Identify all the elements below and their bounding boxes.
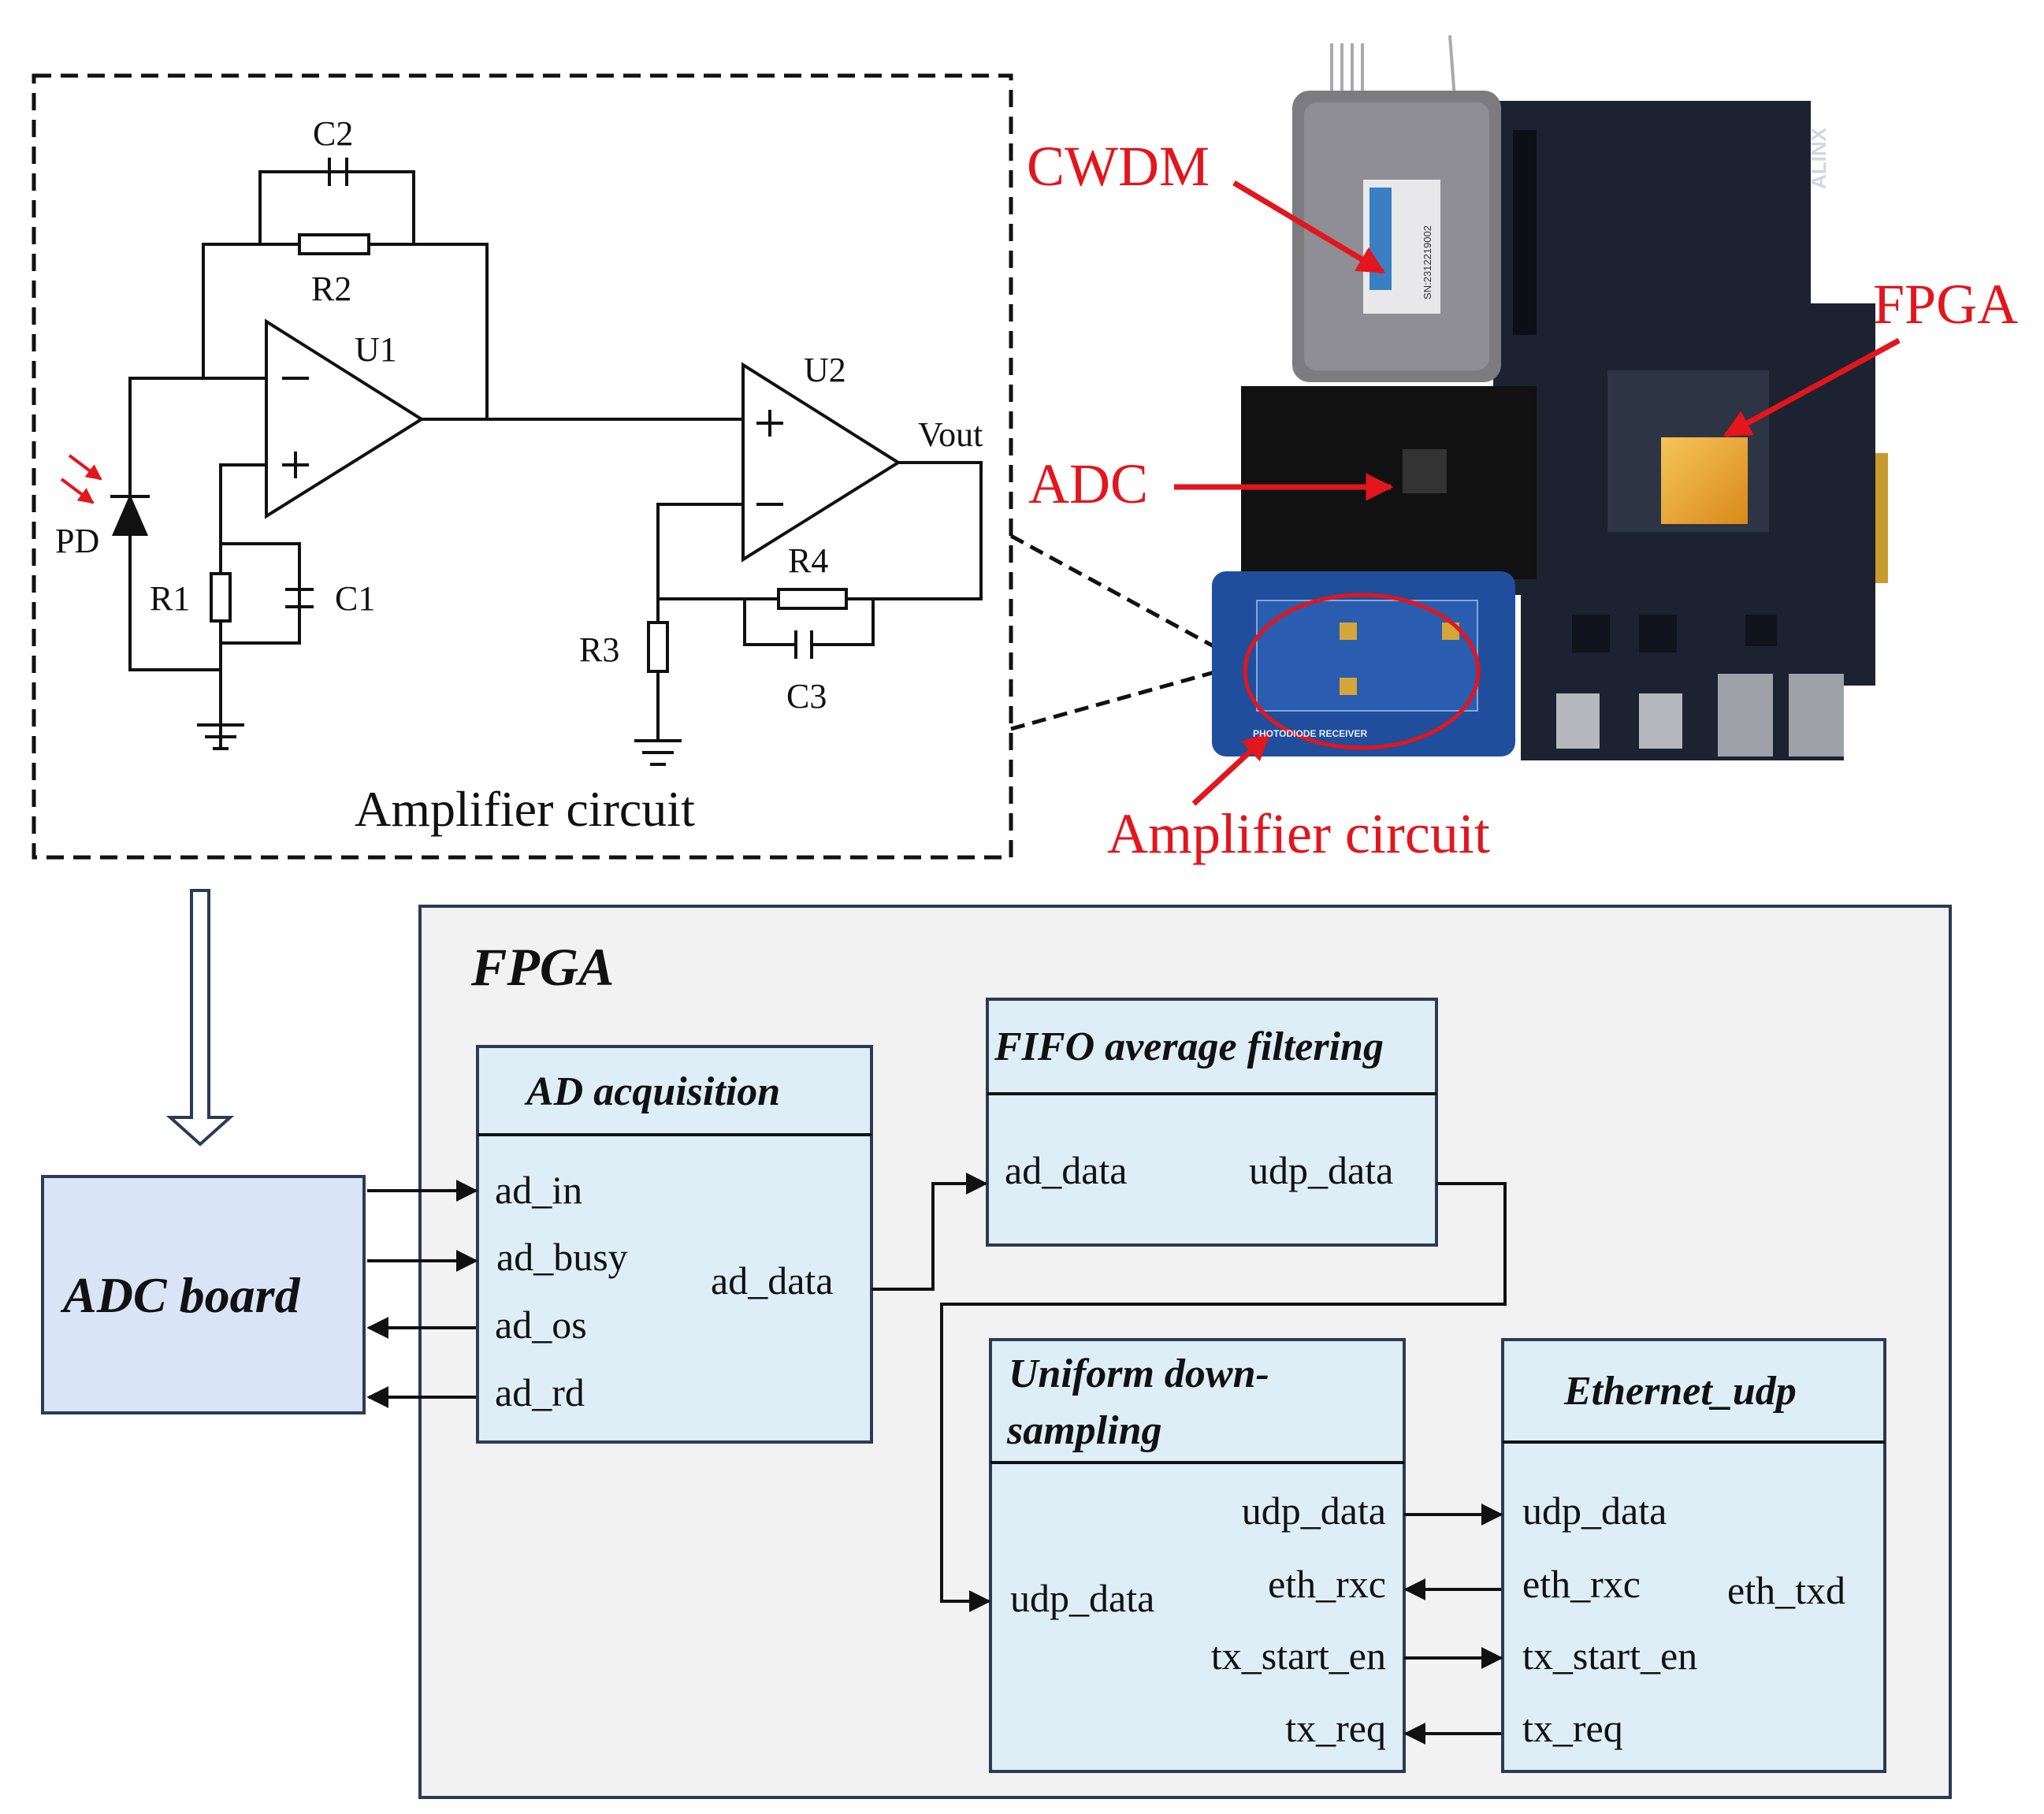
ethernet-block xyxy=(1501,1338,1886,1773)
downsampling-title-2: sampling xyxy=(1007,1408,1162,1453)
label-fpga-chip: FPGA xyxy=(1873,273,2019,336)
ad-acquisition-block xyxy=(476,1045,873,1444)
signal-wires xyxy=(366,1173,1507,1745)
zoom-connector xyxy=(1009,533,1215,649)
fifo-block xyxy=(986,998,1438,1247)
fifo-title: FIFO average filtering xyxy=(994,1024,1384,1069)
label-r2: R2 xyxy=(311,269,352,308)
resistor-r3 xyxy=(647,621,669,673)
label-amplifier-photo: Amplifier circuit xyxy=(1107,802,1490,865)
light-arrows xyxy=(60,454,102,504)
port-ds-tx-req: tx_req xyxy=(1285,1706,1386,1750)
adc-board xyxy=(1241,386,1537,579)
amplifier-pointer xyxy=(1191,732,1271,806)
label-r1: R1 xyxy=(150,579,191,618)
port-eth-udp-data: udp_data xyxy=(1522,1489,1667,1533)
port-fifo-udp-data: udp_data xyxy=(1249,1148,1394,1192)
amplifier-schematic xyxy=(32,73,1013,860)
port-ds-tx-start-en: tx_start_en xyxy=(1210,1634,1386,1678)
flow-down-arrow xyxy=(165,889,235,1147)
label-r3: R3 xyxy=(579,630,620,669)
ethernet-title: Ethernet_udp xyxy=(1564,1369,1797,1414)
label-r4: R4 xyxy=(788,541,829,580)
port-eth-txd: eth_txd xyxy=(1727,1568,1845,1612)
hardware-photo xyxy=(1174,35,1901,806)
port-eth-tx-req: tx_req xyxy=(1522,1706,1623,1750)
pcb-text-mark: PHOTODIODE RECEIVER xyxy=(1253,728,1368,739)
port-eth-tx-start-en: tx_start_en xyxy=(1522,1634,1698,1678)
port-eth-rxc: eth_rxc xyxy=(1522,1562,1641,1606)
port-ad-busy: ad_busy xyxy=(496,1235,628,1279)
port-ds-udp-in: udp_data xyxy=(1010,1576,1155,1620)
amplifier-highlight-ellipse xyxy=(1243,593,1481,750)
fpga-heatsink xyxy=(1661,437,1748,524)
label-u2: U2 xyxy=(804,351,846,389)
photodiode-pd xyxy=(111,493,149,536)
label-c1: C1 xyxy=(335,579,376,618)
label-vout: Vout xyxy=(918,415,983,454)
port-ad-rd: ad_rd xyxy=(495,1370,585,1414)
schematic-dashed-frame xyxy=(32,73,1013,860)
port-ad-data-out: ad_data xyxy=(711,1258,834,1303)
adc-board-title: ADC board xyxy=(63,1267,300,1323)
port-ds-eth-rxc: eth_rxc xyxy=(1268,1562,1386,1606)
opamp-u2 xyxy=(741,362,901,563)
label-u1: U1 xyxy=(355,330,397,369)
cwdm-serial-mark: SN:2312219002 xyxy=(1422,225,1433,299)
port-fifo-ad-data: ad_data xyxy=(1005,1148,1128,1192)
port-ad-in: ad_in xyxy=(495,1168,583,1212)
cwdm-pointer xyxy=(1232,180,1386,275)
downsampling-block xyxy=(989,1338,1406,1773)
label-c2: C2 xyxy=(313,114,354,153)
label-adc: ADC xyxy=(1028,452,1149,515)
adc-board-block xyxy=(41,1175,366,1414)
resistor-r1 xyxy=(210,572,232,623)
fpga-pointer xyxy=(1723,337,1901,438)
label-pd: PD xyxy=(55,522,100,560)
port-ds-udp-data: udp_data xyxy=(1241,1489,1386,1533)
port-ad-os: ad_os xyxy=(495,1303,587,1347)
schematic-caption: Amplifier circuit xyxy=(355,781,695,837)
opamp-u1 xyxy=(265,318,425,519)
ad-acquisition-title: AD acquisition xyxy=(526,1069,781,1114)
label-c3: C3 xyxy=(786,677,827,716)
fpga-region-title: FPGA xyxy=(471,937,615,997)
resistor-r4 xyxy=(777,588,848,610)
downsampling-title-1: Uniform down- xyxy=(1009,1351,1269,1396)
board-brand-mark: ALINX xyxy=(1807,128,1830,189)
resistor-r2 xyxy=(298,233,370,255)
label-cwdm: CWDM xyxy=(1027,135,1210,198)
